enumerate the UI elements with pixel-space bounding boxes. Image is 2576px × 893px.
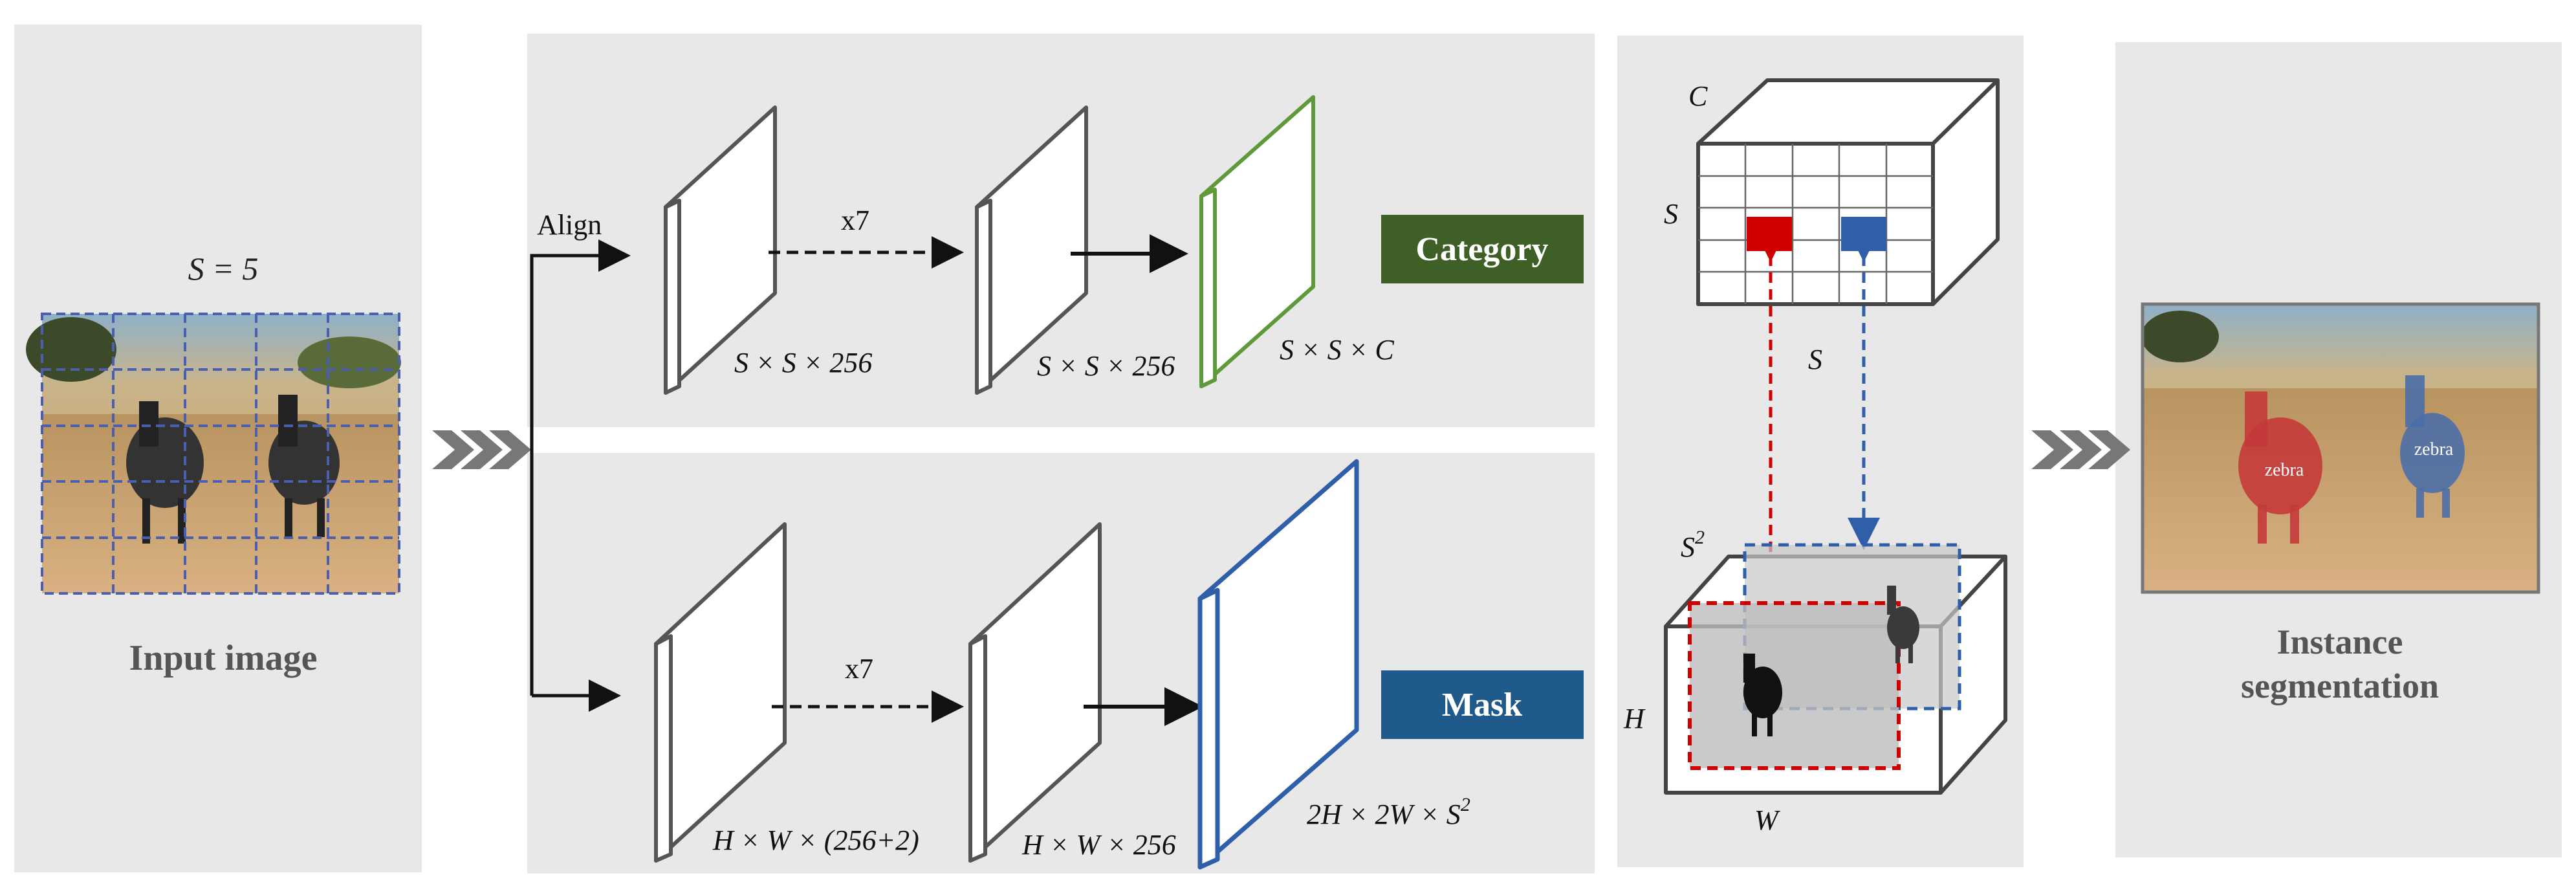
mask-dim-2: H × W × 256 <box>1021 829 1176 861</box>
chevron-arrow-icon <box>432 430 531 469</box>
align-label: Align <box>537 209 602 241</box>
tensor-w-label: W <box>1754 804 1780 836</box>
category-dim-2: S × S × 256 <box>1037 350 1175 382</box>
tensor-s-bottom-label: S <box>1808 344 1822 375</box>
mask-dim-3: 2H × 2W × S2 <box>1307 794 1470 830</box>
mask-output-layer <box>1197 459 1359 870</box>
chevron-arrow-icon <box>2031 430 2130 469</box>
grid-size-label: S = 5 <box>188 250 259 287</box>
mask-dim-1: H × W × (256+2) <box>712 824 919 856</box>
zebra-class-label: zebra <box>2265 460 2304 480</box>
category-output-badge: Category <box>1381 215 1584 283</box>
tensor-c-label: C <box>1688 80 1708 112</box>
output-title-line2: segmentation <box>2241 667 2439 705</box>
zebra-mask-blue <box>2400 375 2465 518</box>
zebra-mask-silhouette <box>1743 654 1782 736</box>
mask-repeat-label: x7 <box>845 653 873 685</box>
mask-output-badge: Mask <box>1381 670 1584 739</box>
input-image <box>26 313 401 595</box>
mask-feature-layer-1 <box>654 522 787 863</box>
category-dim-1: S × S × 256 <box>734 347 872 379</box>
zebra-silhouette <box>268 395 340 537</box>
category-tensor-grid <box>1698 144 1933 304</box>
zebra-mask-red <box>2238 391 2322 544</box>
category-feature-layer-2 <box>975 105 1088 395</box>
tensor-h-label: H <box>1623 703 1646 734</box>
input-image-title: Input image <box>129 638 318 678</box>
mask-feature-layer-2 <box>968 522 1102 863</box>
branch-split-lines <box>530 239 631 712</box>
output-title-line1: Instance <box>2276 623 2403 661</box>
category-tensor-cube <box>1696 78 2000 306</box>
tensor-s2-label: S2 <box>1681 527 1705 563</box>
category-output-layer <box>1199 95 1315 388</box>
blue-category-cell <box>1841 217 1886 251</box>
category-feature-layer-1 <box>664 105 777 395</box>
red-category-cell <box>1747 217 1792 251</box>
zebra-class-label: zebra <box>2414 439 2454 459</box>
segmentation-result-image: zebra zebra <box>2141 302 2540 594</box>
zebra-mask-silhouette <box>1887 586 1919 663</box>
svg-text:Category: Category <box>1415 231 1548 268</box>
category-repeat-label: x7 <box>841 204 869 236</box>
tensor-s-left-label: S <box>1664 198 1678 230</box>
red-mask-slice <box>1688 601 1901 770</box>
category-dim-3: S × S × C <box>1280 334 1394 366</box>
svg-text:Mask: Mask <box>1442 687 1522 723</box>
